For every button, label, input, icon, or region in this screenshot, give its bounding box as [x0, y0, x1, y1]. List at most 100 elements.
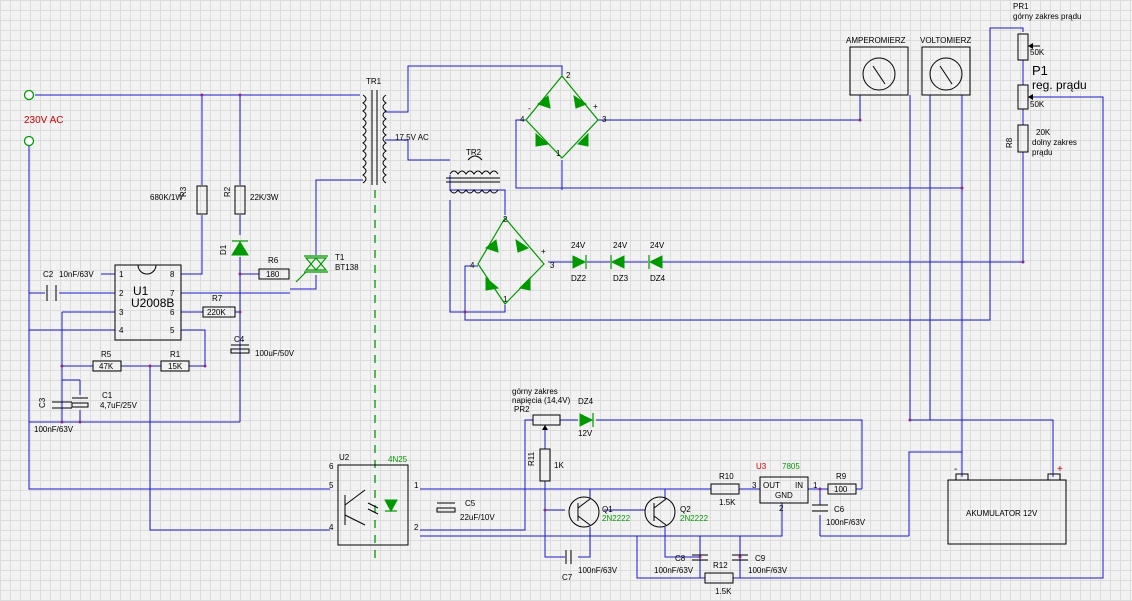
svg-text:napięcia (14,4V): napięcia (14,4V) [512, 396, 571, 405]
svg-text:R6: R6 [268, 256, 279, 265]
svg-text:12V: 12V [578, 429, 593, 438]
svg-text:R3: R3 [179, 186, 188, 197]
svg-text:C1: C1 [102, 391, 113, 400]
svg-text:1: 1 [556, 149, 561, 158]
svg-text:prądu: prądu [1032, 148, 1052, 157]
svg-text:7: 7 [170, 289, 175, 298]
svg-text:15K: 15K [168, 362, 183, 371]
svg-text:IN: IN [795, 481, 803, 490]
u1-ref: U1 [133, 284, 149, 298]
svg-text:P1: P1 [1032, 63, 1048, 78]
svg-text:180: 180 [266, 270, 280, 279]
svg-text:górny zakres: górny zakres [512, 387, 558, 396]
svg-text:+: + [1057, 464, 1063, 475]
svg-text:C7: C7 [562, 573, 573, 582]
svg-text:2N2222: 2N2222 [680, 514, 709, 523]
transistors: Q1 2N2222 Q2 2N2222 [568, 496, 709, 528]
svg-text:100nF/63V: 100nF/63V [34, 425, 74, 434]
svg-text:R2: R2 [223, 186, 232, 197]
svg-text:R8: R8 [1005, 137, 1014, 148]
svg-text:4: 4 [119, 326, 124, 335]
capacitors: C2 10nF/63V C4 100uF/50V C3 100nF/63V C1… [34, 270, 866, 582]
svg-text:5: 5 [329, 481, 334, 490]
svg-text:PR2: PR2 [514, 405, 530, 414]
bridge-rectifier-1: 2 4 3 1 + - [520, 71, 607, 159]
diode-d1: D1 [219, 240, 249, 256]
svg-text:R12: R12 [713, 561, 728, 570]
svg-text:1: 1 [414, 481, 419, 490]
svg-text:GND: GND [775, 491, 793, 500]
svg-text:DZ4: DZ4 [578, 397, 594, 406]
svg-text:22uF/10V: 22uF/10V [460, 513, 495, 522]
optocoupler-u2: U2 4N25 6 5 4 1 2 [329, 453, 419, 546]
svg-text:D1: D1 [219, 244, 228, 255]
svg-text:Q2: Q2 [680, 505, 691, 514]
svg-text:4: 4 [329, 523, 334, 532]
svg-text:4: 4 [470, 261, 475, 270]
svg-text:4: 4 [520, 115, 525, 124]
ic-u1: U1 U2008B 1 2 3 4 8 7 6 5 [114, 264, 182, 341]
svg-text:C3: C3 [38, 397, 47, 408]
svg-text:2: 2 [503, 215, 508, 224]
u1-part: U2008B [131, 296, 174, 310]
svg-text:100uF/50V: 100uF/50V [255, 349, 295, 358]
potentiometers: PR1 górny zakres prądu 50K P1 reg. prądu… [512, 2, 1087, 430]
svg-text:2: 2 [779, 504, 784, 513]
svg-text:100nF/63V: 100nF/63V [826, 518, 866, 527]
tr2-ref: TR2 [466, 148, 482, 157]
svg-text:50K: 50K [1030, 48, 1045, 57]
bridge-rectifier-2: 2 4 3 1 + [470, 215, 555, 305]
svg-text:U2: U2 [339, 453, 350, 462]
triac-t1: T1 BT138 [295, 253, 359, 283]
zener-string: 24V DZ2 24V DZ3 24V DZ4 [571, 241, 666, 283]
svg-text:C4: C4 [234, 335, 245, 344]
svg-text:DZ3: DZ3 [613, 274, 629, 283]
svg-text:3: 3 [119, 308, 124, 317]
svg-text:1K: 1K [554, 461, 564, 470]
voltmeter-label: VOLTOMIERZ [920, 36, 971, 45]
svg-text:R1: R1 [170, 350, 181, 359]
zener-dz-12v: DZ4 12V [578, 397, 594, 438]
svg-text:T1: T1 [335, 253, 345, 262]
meters: AMPEROMIERZ VOLTOMIERZ [846, 36, 971, 96]
svg-text:2: 2 [414, 523, 419, 532]
ac-input-label: 230V AC [24, 115, 63, 126]
tr1-secondary-voltage: 17,5V AC [395, 133, 429, 142]
svg-text:-: - [954, 464, 957, 475]
svg-text:+: + [541, 247, 546, 256]
svg-text:R7: R7 [212, 294, 223, 303]
svg-text:6: 6 [329, 462, 334, 471]
svg-text:PR1: PR1 [1013, 2, 1029, 11]
battery: - + AKUMULATOR 12V [947, 464, 1067, 545]
svg-text:Q1: Q1 [602, 505, 613, 514]
svg-text:2: 2 [566, 71, 571, 80]
svg-text:1: 1 [119, 270, 124, 279]
svg-text:6: 6 [170, 308, 175, 317]
svg-text:1.5K: 1.5K [715, 587, 732, 596]
svg-text:4,7uF/25V: 4,7uF/25V [100, 401, 138, 410]
svg-text:1: 1 [813, 481, 818, 490]
svg-text:1.5K: 1.5K [719, 498, 736, 507]
svg-text:OUT: OUT [763, 481, 780, 490]
svg-text:4N25: 4N25 [388, 455, 408, 464]
svg-text:BT138: BT138 [335, 263, 359, 272]
svg-text:2: 2 [119, 289, 124, 298]
svg-text:100nF/63V: 100nF/63V [578, 566, 618, 575]
svg-text:50K: 50K [1030, 100, 1045, 109]
resistors: R3 680K/1W R2 22K/3W R6 180 R7 220K R5 4… [92, 124, 1077, 596]
svg-text:8: 8 [170, 270, 175, 279]
svg-text:3: 3 [550, 261, 555, 270]
svg-text:górny zakres prądu: górny zakres prądu [1013, 12, 1081, 21]
svg-text:dolny zakres: dolny zakres [1032, 138, 1077, 147]
transformer-tr2: TR2 [446, 148, 500, 194]
battery-label: AKUMULATOR 12V [966, 509, 1038, 518]
svg-text:24V: 24V [650, 241, 665, 250]
svg-text:100nF/63V: 100nF/63V [654, 566, 694, 575]
svg-text:reg. prądu: reg. prądu [1032, 78, 1087, 92]
svg-text:20K: 20K [1036, 128, 1051, 137]
svg-text:3: 3 [602, 115, 607, 124]
svg-text:3: 3 [752, 481, 757, 490]
svg-text:C5: C5 [465, 499, 476, 508]
